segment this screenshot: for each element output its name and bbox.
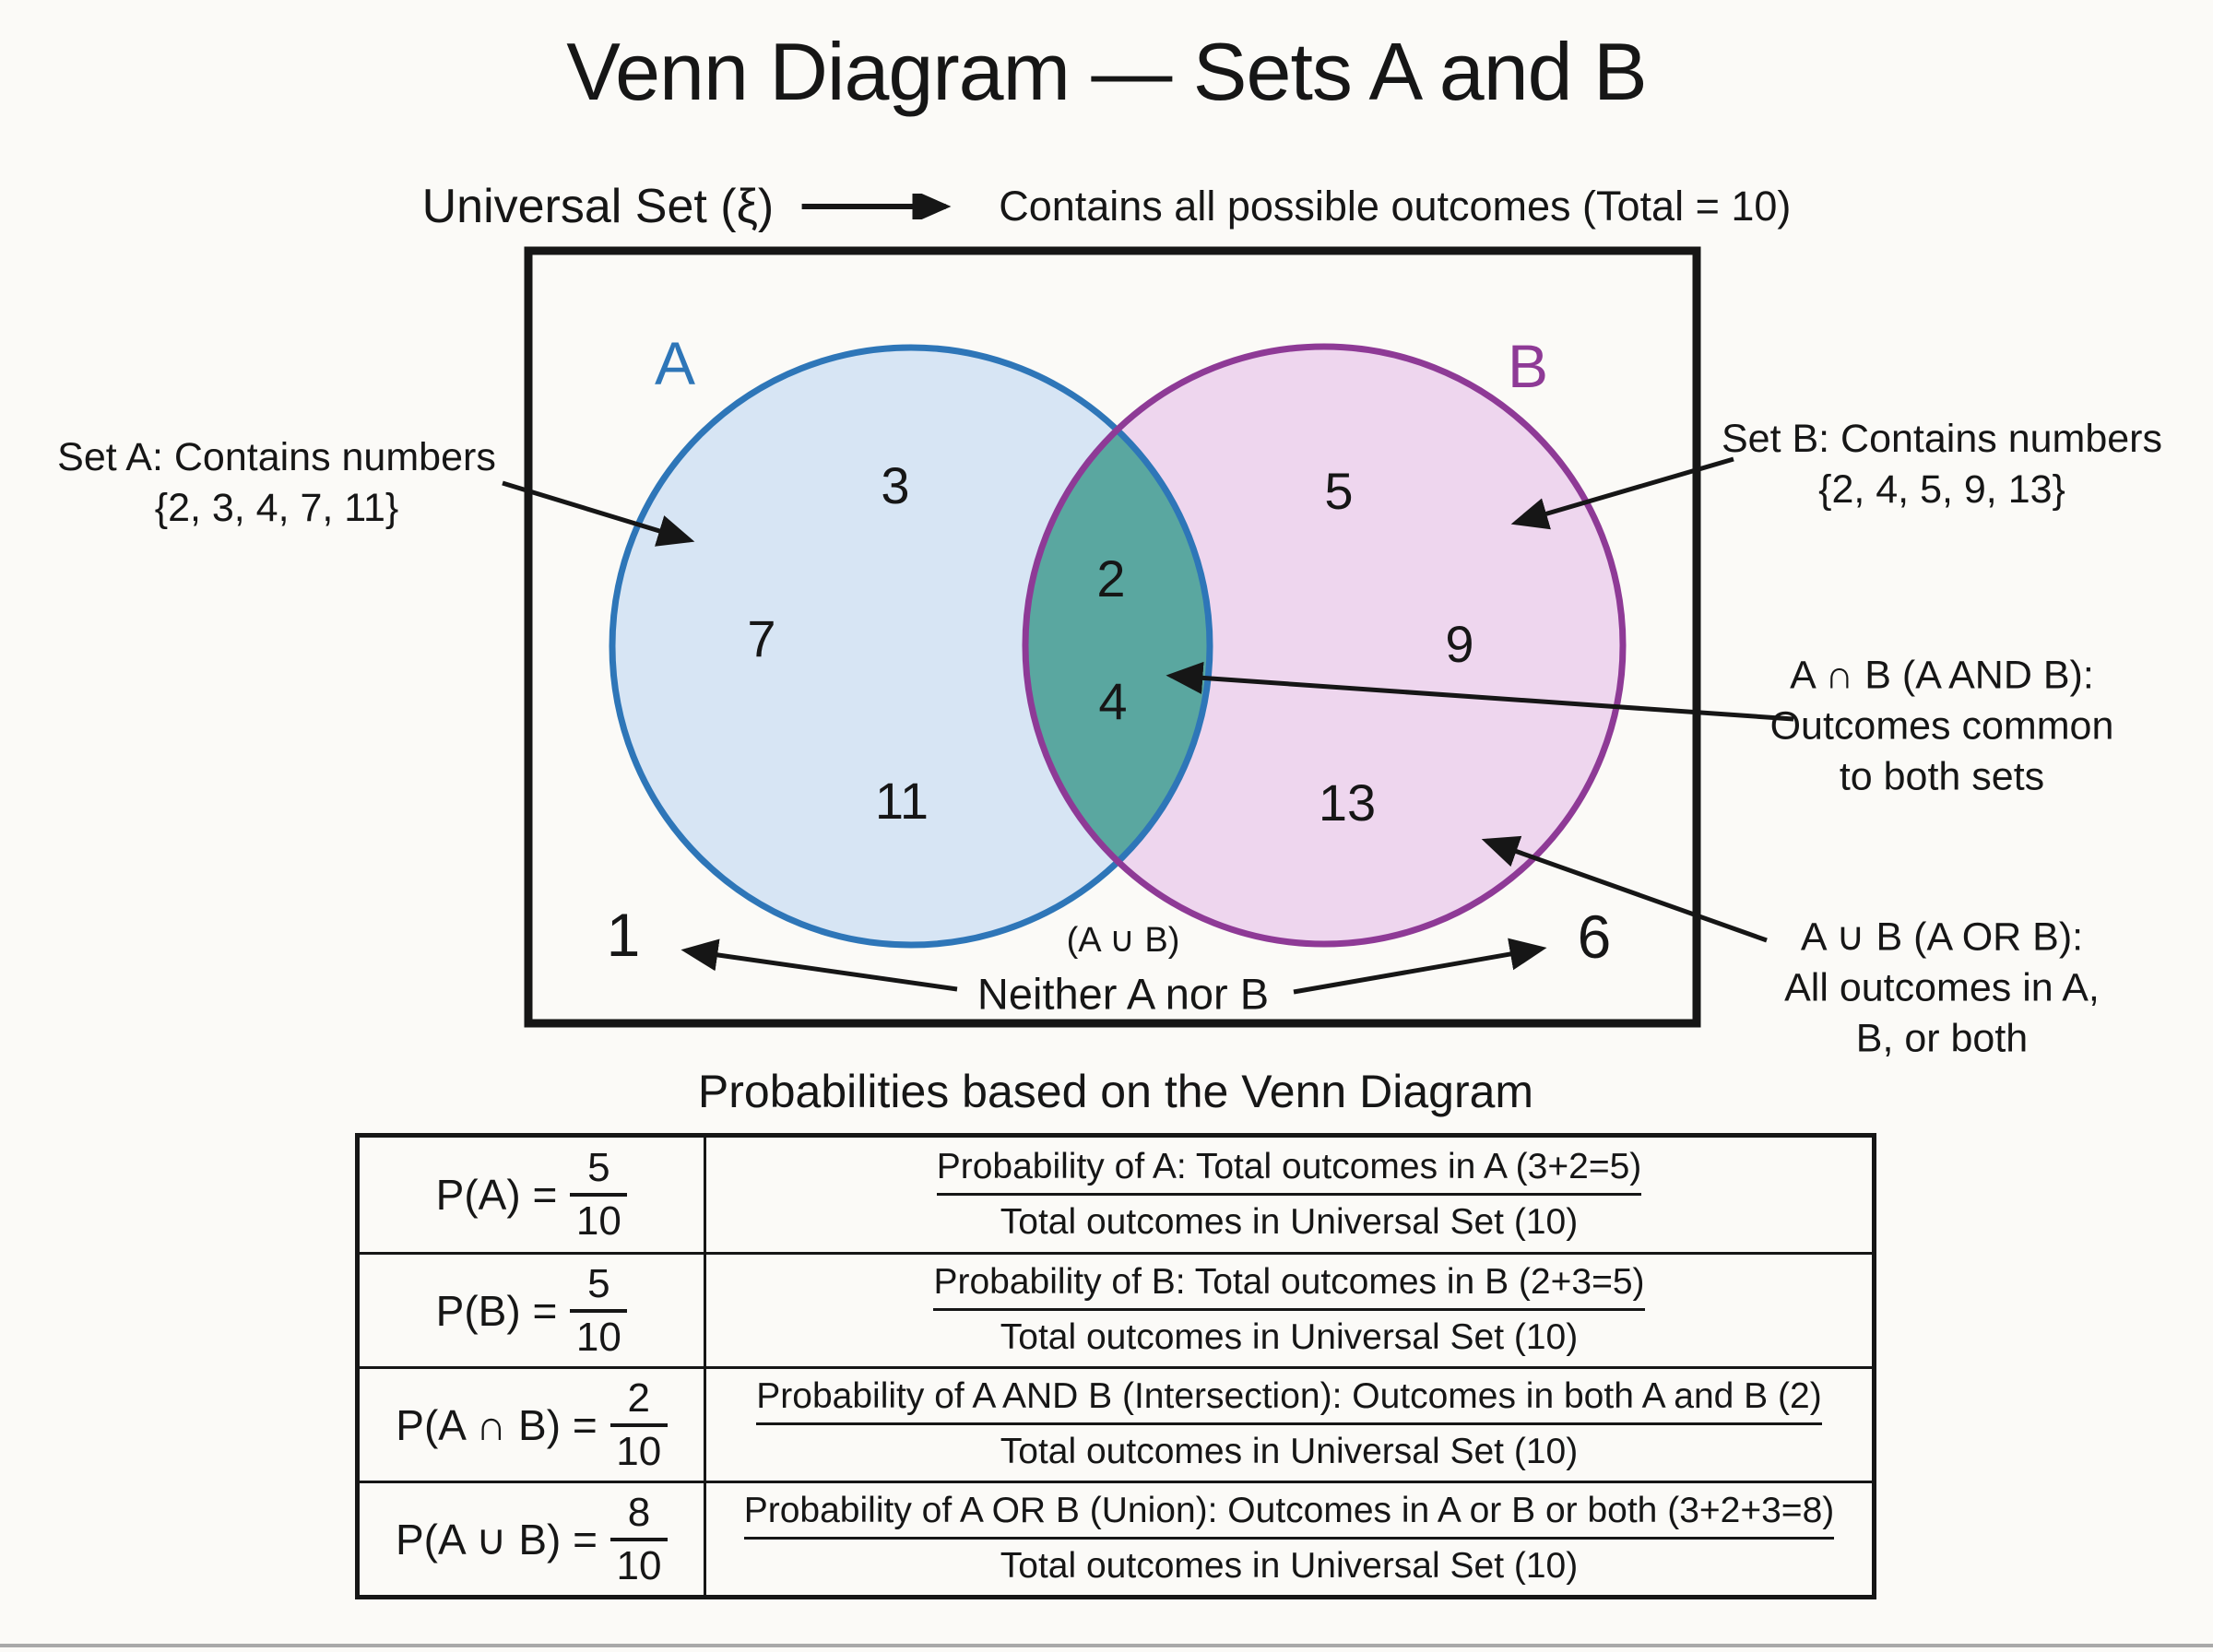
table-row-pb-formula: P(B) = 5 10 (360, 1252, 706, 1366)
intersection-annotation-line2: Outcomes common (1769, 703, 2114, 749)
set-a-arrow (502, 480, 695, 547)
table-row-pb-description: Probability of B: Total outcomes in B (2… (706, 1252, 1872, 1366)
neither-right-arrow (1293, 938, 1547, 995)
probability-table: P(A) = 5 10 Probability of A: Total outc… (355, 1133, 1876, 1599)
universal-set-description: Contains all possible outcomes (Total = … (999, 183, 1792, 230)
subtitle-arrow-icon (801, 194, 952, 219)
fraction-bar (743, 1537, 1835, 1540)
pa-fraction: 5 10 (570, 1146, 628, 1243)
venn-number-i1: 2 (1096, 549, 1126, 608)
venn-number-a3: 11 (874, 772, 929, 830)
intersection-annotation: A ∩ B (A AND B): Outcomes common to both… (1770, 651, 2114, 803)
set-a-annotation: Set A: Contains numbers {2, 3, 4, 7, 11} (57, 432, 496, 534)
pb-label: P(B) = (435, 1286, 558, 1335)
table-row-pa-formula: P(A) = 5 10 (360, 1138, 706, 1252)
venn-number-b2: 9 (1445, 615, 1474, 673)
union-annotation-line1: A ∪ B (A OR B): (1800, 914, 2084, 960)
set-b-annotation-line1: Set B: Contains numbers (1721, 417, 2163, 461)
punion-fraction: 8 10 (610, 1491, 669, 1587)
fraction-bar (570, 1308, 628, 1313)
table-row-pintersection-formula: P(A ∩ B) = 2 10 (360, 1366, 706, 1481)
neither-left-arrow (680, 938, 958, 992)
set-b-annotation: Set B: Contains numbers {2, 4, 5, 9, 13} (1722, 414, 2162, 515)
fraction-bar (609, 1422, 668, 1427)
table-row-punion-description: Probability of A OR B (Union): Outcomes … (706, 1481, 1872, 1595)
set-a-annotation-line2: {2, 3, 4, 7, 11} (154, 486, 399, 530)
fraction-bar (756, 1422, 1822, 1425)
venn-number-neither-2: 6 (1577, 903, 1612, 971)
union-annotation: A ∪ B (A OR B): All outcomes in A, B, or… (1784, 913, 2100, 1065)
page-title: Venn Diagram — Sets A and B (566, 26, 1647, 117)
pintersection-label: P(A ∩ B) = (396, 1400, 598, 1449)
intersection-arrow (1166, 661, 1794, 722)
union-annotation-line2: All outcomes in A, (1784, 965, 2100, 1010)
fraction-bar (570, 1193, 628, 1197)
set-b-annotation-line2: {2, 4, 5, 9, 13} (1818, 467, 2065, 512)
universal-set-caption: Universal Set (ξ) Contains all possible … (422, 179, 1792, 234)
table-row-punion-formula: P(A ∪ B) = 8 10 (360, 1481, 706, 1595)
union-annotation-line3: B, or both (1855, 1016, 2029, 1061)
table-heading: Probabilities based on the Venn Diagram (697, 1066, 1534, 1117)
fraction-bar (933, 1308, 1645, 1311)
circle-b-fill (1025, 347, 1623, 944)
circle-b-label: B (1507, 332, 1549, 400)
venn-number-a2: 7 (747, 609, 776, 667)
punion-label: P(A ∪ B) = (395, 1515, 598, 1564)
bottom-scan-line (0, 1644, 2213, 1647)
table-row-pa-description: Probability of A: Total outcomes in A (3… (936, 1146, 1642, 1242)
venn-number-neither-1: 1 (606, 901, 641, 969)
neither-label-main: Neither A nor B (976, 969, 1270, 1019)
circle-a-outline (609, 344, 1213, 949)
set-a-annotation-line1: Set A: Contains numbers (57, 435, 496, 479)
pintersection-fraction: 2 10 (609, 1376, 668, 1473)
set-b-arrow (1510, 456, 1734, 530)
venn-number-a1: 3 (881, 456, 910, 514)
fraction-bar (936, 1192, 1642, 1196)
table-row-pintersection-description: Probability of A AND B (Intersection): O… (706, 1366, 1872, 1481)
intersection-annotation-line1: A ∩ B (A AND B): (1790, 653, 2094, 698)
venn-number-b1: 5 (1324, 462, 1354, 520)
pa-label: P(A) = (435, 1171, 558, 1219)
circle-a-label: A (654, 329, 696, 397)
union-arrow (1481, 835, 1768, 943)
intersection-annotation-line3: to both sets (1839, 754, 2045, 799)
circle-a-fill (612, 348, 1210, 945)
universal-set-rectangle (524, 246, 1701, 1028)
venn-number-b3: 13 (1318, 773, 1377, 832)
pb-fraction: 5 10 (570, 1262, 628, 1359)
venn-number-i2: 4 (1098, 672, 1128, 730)
fraction-bar (610, 1537, 669, 1541)
neither-label-top: (A ∪ B) (1066, 921, 1180, 960)
circle-b-outline (1022, 343, 1627, 948)
universal-set-label: Universal Set (ξ) (421, 180, 775, 233)
